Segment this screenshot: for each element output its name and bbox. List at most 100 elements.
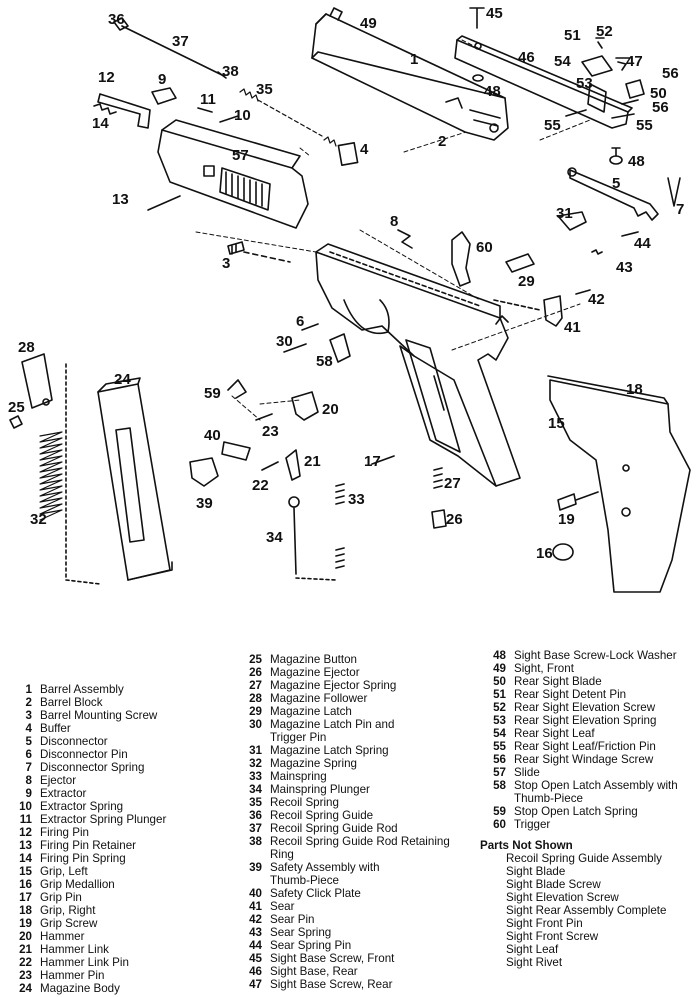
- legend-label: Grip, Left: [40, 865, 88, 878]
- firing-pin: [93, 87, 239, 129]
- legend-number: 29: [249, 705, 262, 718]
- legend-label: Sight Base Screw, Rear: [270, 978, 393, 991]
- legend-label: Hammer Link: [40, 943, 109, 956]
- legend-label: Disconnector Spring: [40, 761, 145, 774]
- legend-item: 4 Buffer: [6, 722, 166, 735]
- callout-2: 2: [438, 133, 446, 150]
- recoil-guide-rod: [113, 17, 227, 79]
- callout-15: 15: [548, 415, 565, 432]
- legend-item: 52 Rear Sight Elevation Screw: [480, 701, 678, 714]
- legend-label: Barrel Assembly: [40, 683, 124, 696]
- legend-number: 19: [19, 917, 32, 930]
- legend-number: 9: [25, 787, 32, 800]
- legend-label: Grip, Right: [40, 904, 96, 917]
- parts-not-shown-title: Parts Not Shown: [480, 839, 573, 852]
- callout-54: 54: [554, 53, 571, 70]
- legend-label: Rear Sight Blade: [514, 675, 602, 688]
- callout-8: 8: [390, 213, 398, 230]
- callout-11: 11: [200, 91, 216, 108]
- callout-58: 58: [316, 353, 333, 370]
- legend-label: Grip Pin: [40, 891, 82, 904]
- legend-number: 39: [249, 861, 262, 874]
- legend-number: 30: [249, 718, 262, 731]
- parts-not-shown-item: Recoil Spring Guide Assembly: [506, 852, 662, 865]
- callout-6: 6: [296, 313, 304, 330]
- legend-label: Mainspring: [270, 770, 327, 783]
- legend-label: Magazine Ejector Spring: [270, 679, 397, 692]
- legend-item: 1 Barrel Assembly: [6, 683, 166, 696]
- callout-21: 21: [304, 453, 321, 470]
- legend-number: 58: [493, 779, 506, 792]
- legend-number: 52: [493, 701, 506, 714]
- legend-number: 48: [493, 649, 506, 662]
- legend-number: 5: [25, 735, 32, 748]
- legend-label: Rear Sight Elevation Screw: [514, 701, 656, 714]
- legend-label: Magazine Ejector: [270, 666, 360, 679]
- callout-38: 38: [222, 63, 239, 80]
- legend-label: Hammer: [40, 930, 85, 943]
- legend-number: 12: [19, 826, 32, 839]
- legend-item: 17 Grip Pin: [6, 891, 166, 904]
- parts-not-shown-item: Sight Rear Assembly Complete: [506, 904, 667, 917]
- callout-27: 27: [444, 475, 461, 492]
- legend-number: 17: [19, 891, 32, 904]
- legend-number: 6: [25, 748, 32, 761]
- legend-label-continuation: Thumb-Piece: [270, 874, 339, 887]
- legend-label: Magazine Latch Pin and: [270, 718, 395, 731]
- legend-label: Disconnector: [40, 735, 108, 748]
- callout-23: 23: [262, 423, 279, 440]
- legend-label: Buffer: [40, 722, 71, 735]
- legend-number: 3: [25, 709, 32, 722]
- legend-number: 4: [25, 722, 32, 735]
- magazine-body: [97, 377, 173, 581]
- ejector: [397, 229, 413, 249]
- legend-number: 31: [249, 744, 262, 757]
- callout-43: 43: [616, 259, 633, 276]
- exploded-parts-diagram: 1234567891011121314151617181920212223242…: [8, 5, 691, 593]
- legend-label: Extractor Spring: [40, 800, 124, 813]
- legend-number: 57: [493, 766, 506, 779]
- callout-17: 17: [364, 453, 381, 470]
- legend-label: Sear: [270, 900, 295, 913]
- legend-label: Sear Spring: [270, 926, 332, 939]
- callout-48: 48: [484, 83, 501, 100]
- legend-number: 36: [249, 809, 262, 822]
- callout-44: 44: [634, 235, 651, 252]
- callout-29: 29: [518, 273, 535, 290]
- legend-number: 1: [25, 683, 32, 696]
- legend-number: 13: [19, 839, 32, 852]
- legend-label-continuation: Thumb-Piece: [514, 792, 583, 805]
- callout-53: 53: [576, 75, 593, 92]
- callout-33: 33: [348, 491, 365, 508]
- legend-number: 40: [249, 887, 262, 900]
- callout-50: 50: [650, 85, 667, 102]
- callout-48: 48: [628, 153, 645, 170]
- legend-label: Recoil Spring Guide: [270, 809, 374, 822]
- callout-51: 51: [564, 27, 581, 44]
- grip-medallion: [552, 543, 574, 561]
- leader-lines: [195, 39, 591, 421]
- legend-number: 11: [19, 813, 32, 826]
- legend-label: Rear Sight Leaf/Friction Pin: [514, 740, 656, 753]
- legend-number: 16: [19, 878, 32, 891]
- legend-number: 44: [249, 939, 262, 952]
- callout-59: 59: [204, 385, 221, 402]
